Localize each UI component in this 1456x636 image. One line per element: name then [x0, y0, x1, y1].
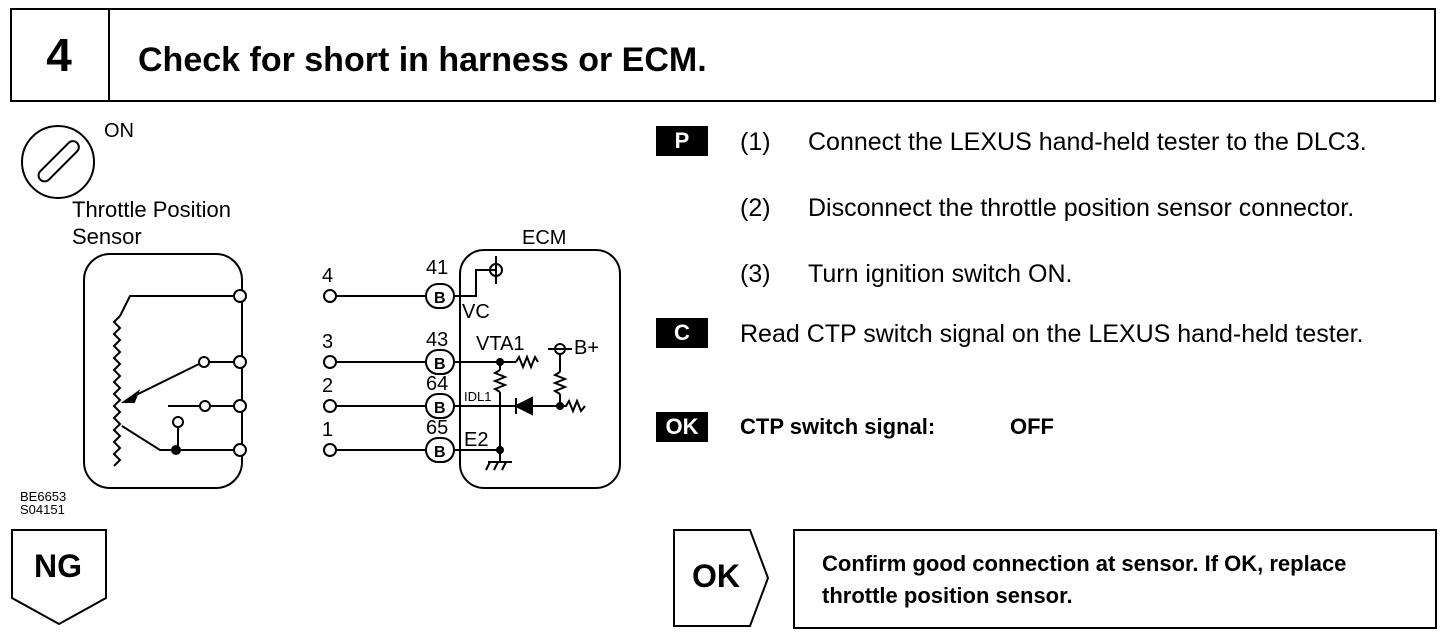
connector-b-64: B [434, 400, 446, 417]
ecm-pin-43: 43 [426, 329, 448, 351]
ok-condition-label: CTP switch signal: [740, 414, 936, 439]
signal-idl1: IDL1 [464, 389, 491, 404]
ng-arrow [11, 529, 107, 626]
step-1-number: (1) [740, 128, 771, 156]
ignition-on-label: ON [104, 120, 134, 142]
step-number: 4 [10, 8, 110, 102]
check-text: Read CTP switch signal on the LEXUS hand… [740, 320, 1364, 348]
throttle-sensor-body [83, 253, 243, 489]
connector-pin-1: 1 [322, 419, 333, 441]
ok-arrow [673, 529, 770, 627]
ok-action-box [793, 529, 1437, 629]
ok-result-label: OK [692, 558, 740, 594]
connector-pin-4: 4 [322, 265, 333, 287]
ok-action-text: Confirm good connection at sensor. If OK… [822, 551, 1347, 608]
figure-codes: BE6653 S04151 [20, 489, 67, 517]
ecm-pin-41: 41 [426, 257, 448, 279]
ecm-pin-64: 64 [426, 373, 448, 395]
step-title: Check for short in harness or ECM. [138, 41, 707, 79]
ok-badge: OK [656, 412, 708, 442]
step-2-number: (2) [740, 194, 771, 222]
connector-pin-2: 2 [322, 375, 333, 397]
procedure-steps: (1) Connect the LEXUS hand-held tester t… [740, 126, 1436, 296]
signal-vta1: VTA1 [476, 333, 525, 355]
ok-condition-value: OFF [1010, 414, 1054, 439]
sensor-label: Throttle Position Sensor [72, 197, 231, 249]
step-3-number: (3) [740, 260, 771, 288]
c-badge: C [656, 318, 708, 348]
connector-b-43: B [434, 356, 446, 373]
connector-b-41: B [434, 290, 446, 307]
ecm-label: ECM [522, 227, 566, 249]
ng-label: NG [34, 548, 82, 584]
step-2-text: Disconnect the throttle position sensor … [808, 194, 1355, 222]
signal-bplus: B+ [574, 337, 599, 359]
ignition-switch-icon [21, 125, 95, 199]
step-header [10, 8, 1436, 102]
step-1-text: Connect the LEXUS hand-held tester to th… [808, 128, 1367, 156]
signal-e2: E2 [464, 429, 488, 451]
signal-vc: VC [462, 301, 490, 323]
ecm-pin-65: 65 [426, 417, 448, 439]
connector-pin-3: 3 [322, 331, 333, 353]
p-badge: P [656, 126, 708, 156]
connector-b-65: B [434, 444, 446, 461]
ecm-box [459, 249, 621, 489]
step-3-text: Turn ignition switch ON. [808, 260, 1073, 288]
